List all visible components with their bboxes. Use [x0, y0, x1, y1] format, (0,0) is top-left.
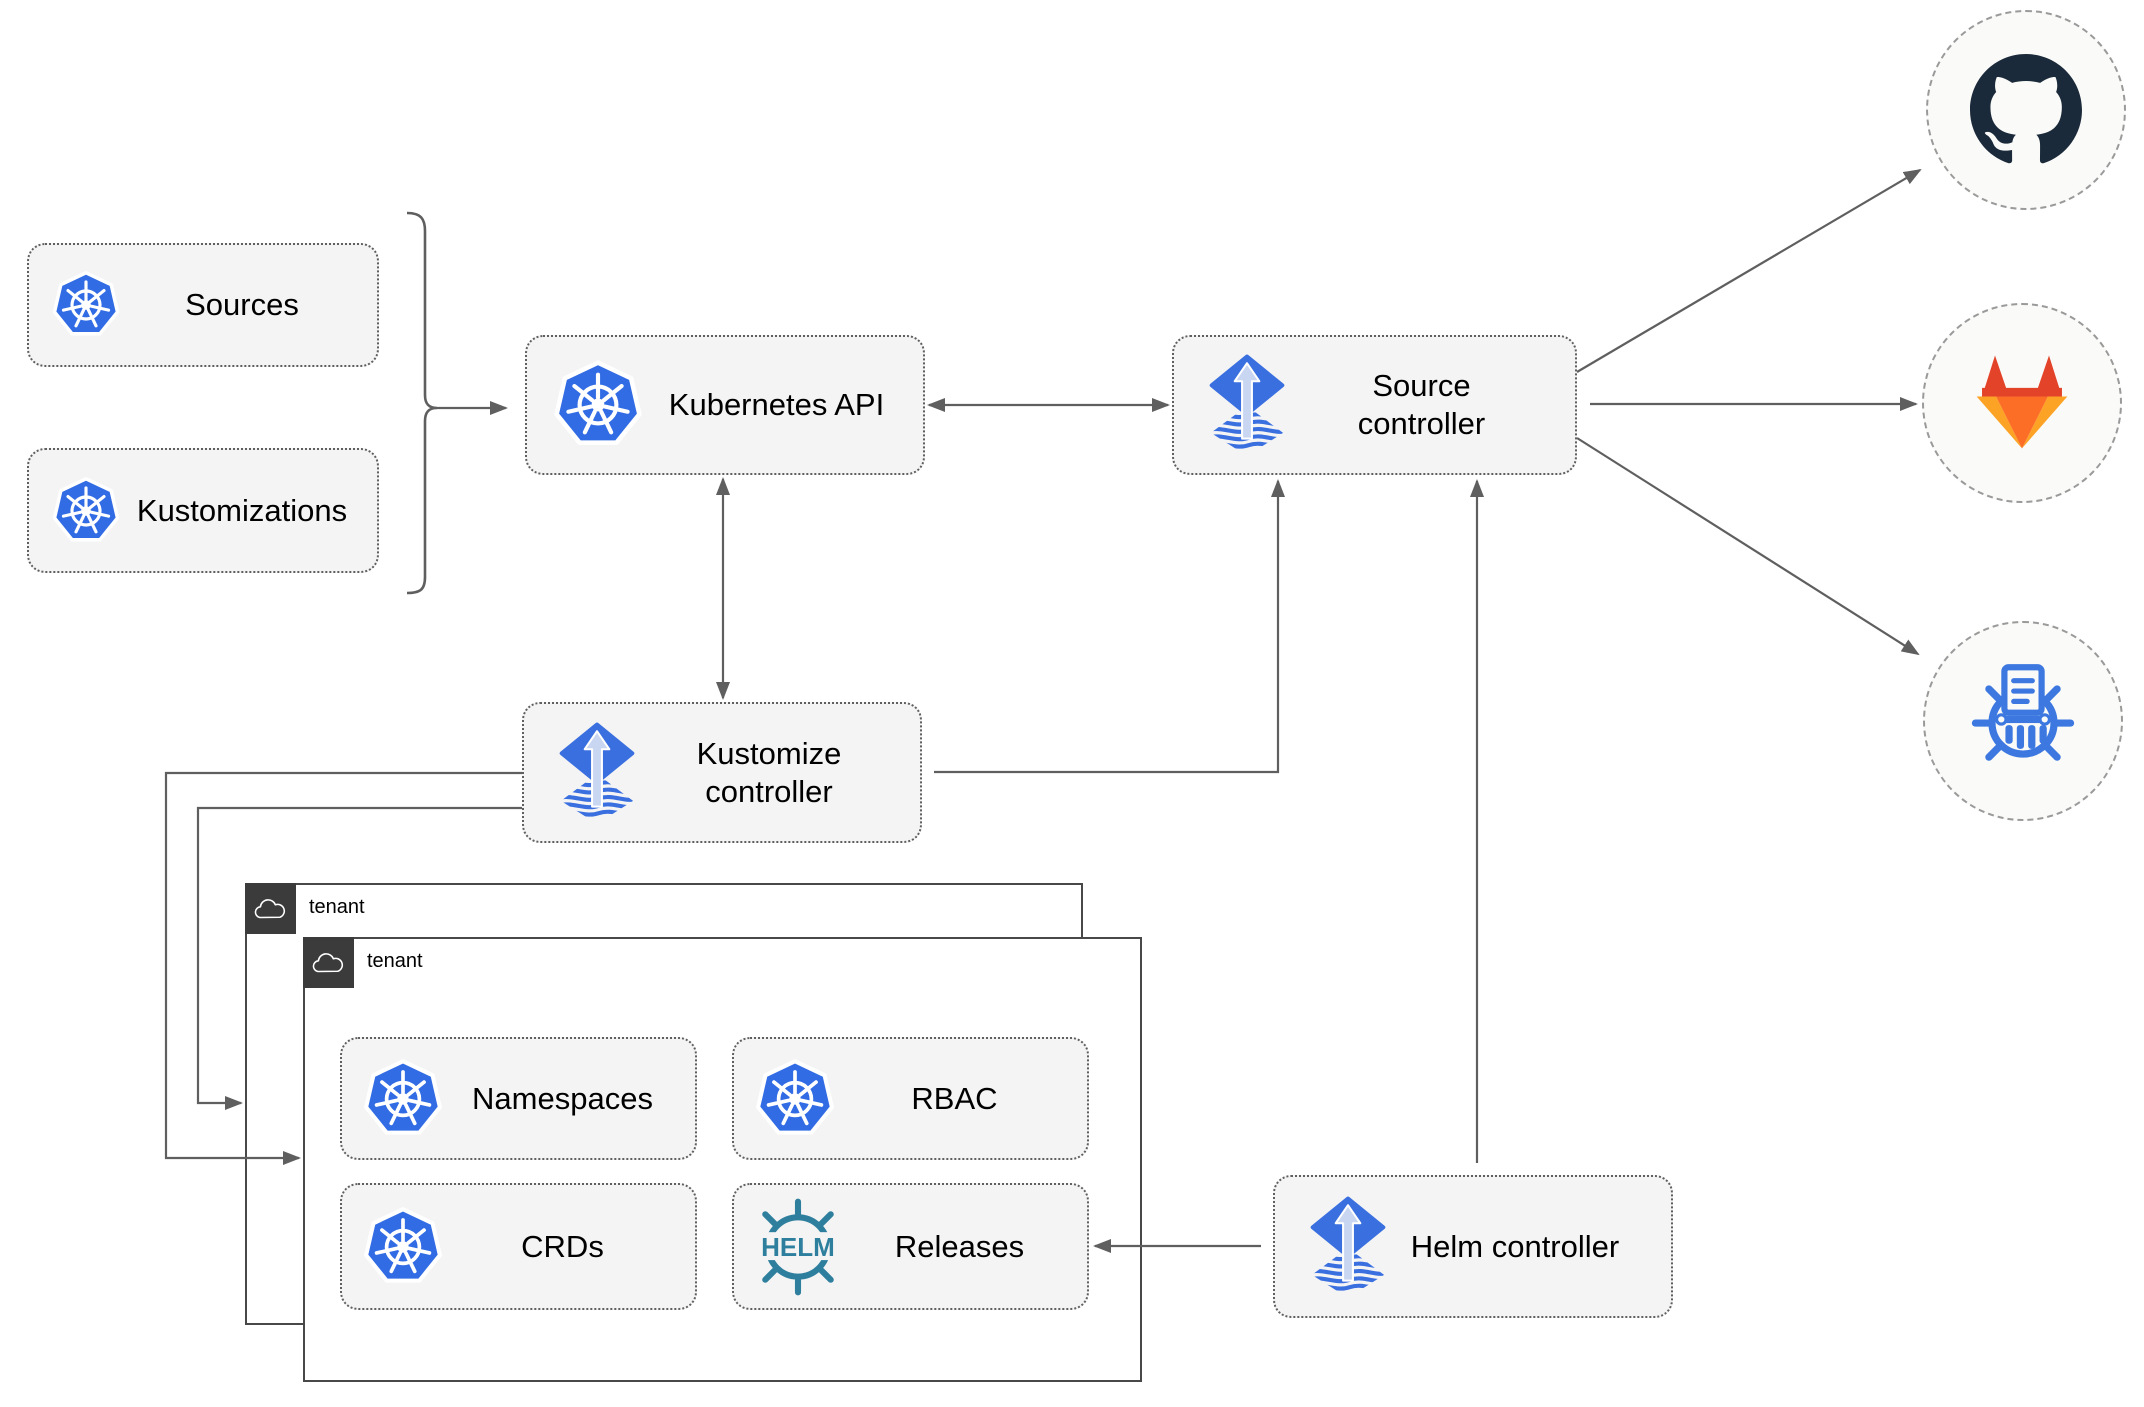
- rbac-label: RBAC: [911, 1080, 998, 1116]
- kustomizations-box: Kustomizations: [27, 448, 379, 573]
- edge-source-github: [1576, 168, 1922, 373]
- helm-logo-text: HELM: [761, 1231, 835, 1262]
- namespaces-box: Namespaces: [340, 1037, 697, 1160]
- brace-resources: [406, 211, 438, 595]
- tenant-label: tenant: [367, 950, 423, 972]
- releases-label: Releases: [894, 1228, 1025, 1264]
- kubernetes-api-label: Kubernetes API: [668, 387, 885, 422]
- kustomize-controller-label: Kustomize controller: [696, 735, 842, 809]
- helm-controller-node: Helm controller: [1273, 1175, 1673, 1318]
- flux-icon: [1307, 1188, 1389, 1306]
- kubernetes-api-node: Kubernetes API: [525, 335, 925, 475]
- kubernetes-icon: [51, 268, 121, 342]
- helm-icon: HELM: [750, 1198, 846, 1296]
- kustomizations-label: Kustomizations: [136, 492, 348, 528]
- namespaces-label: Namespaces: [472, 1080, 653, 1116]
- rbac-box: RBAC: [732, 1037, 1089, 1160]
- crds-label: CRDs: [521, 1228, 604, 1264]
- kubernetes-icon: [754, 1056, 836, 1142]
- sources-box: Sources: [27, 243, 379, 367]
- crds-box: CRDs: [340, 1183, 697, 1310]
- tenant-tab: [244, 882, 296, 934]
- github-endpoint: [1926, 10, 2126, 210]
- kustomize-controller-node: Kustomize controller: [522, 702, 922, 843]
- tenant-tab: [302, 936, 354, 988]
- kubernetes-icon: [362, 1056, 444, 1142]
- cloud-icon: [310, 949, 346, 976]
- sources-label: Sources: [185, 287, 299, 322]
- kubernetes-icon: [552, 357, 644, 453]
- cloud-icon: [252, 895, 288, 922]
- flux-icon: [556, 714, 638, 832]
- flux-icon: [1206, 346, 1288, 464]
- kubernetes-icon: [51, 474, 121, 548]
- source-controller-label: Source controller: [1357, 368, 1486, 441]
- kubernetes-icon: [362, 1204, 444, 1290]
- helm-controller-label: Helm controller: [1410, 1228, 1620, 1264]
- edge-source-helm-repository: [1576, 437, 1920, 656]
- gitlab-endpoint: [1922, 303, 2122, 503]
- github-icon: [1970, 54, 2082, 164]
- chart-repository-icon: [1971, 664, 2075, 761]
- tenant-label: tenant: [309, 896, 365, 918]
- source-controller-node: Source controller: [1172, 335, 1577, 475]
- helm-repository-endpoint: [1923, 621, 2123, 821]
- releases-box: HELM Releases: [732, 1183, 1089, 1310]
- edge-kustomize-source: [934, 479, 1285, 774]
- gitlab-icon: [1976, 355, 2068, 449]
